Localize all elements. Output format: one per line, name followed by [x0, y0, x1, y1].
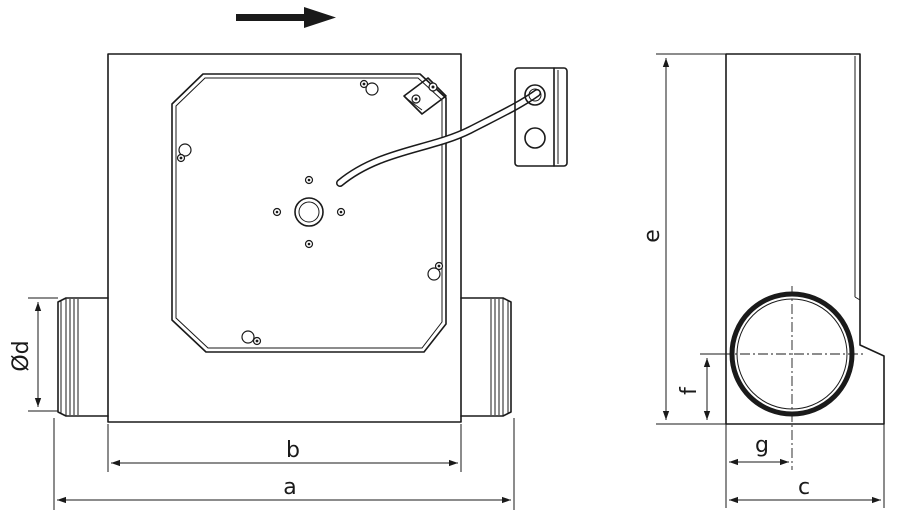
housing-body [107, 53, 462, 423]
knob-mounting-screws [272, 175, 346, 249]
dimension-label-d: Ød [9, 340, 34, 371]
dimension-label-g: g [755, 433, 769, 458]
cover-screw-left [176, 143, 192, 163]
cover-screw-top [359, 79, 379, 96]
cover-screw-right [427, 261, 444, 281]
dimension-d: Ød [9, 297, 58, 412]
right-duct-spigot [460, 297, 512, 417]
dimension-b: b [107, 424, 462, 472]
left-duct-spigot [57, 297, 109, 417]
cover-plate [171, 73, 447, 353]
dimension-label-e: e [640, 229, 665, 243]
cover-screw-bottom [241, 330, 262, 346]
dimension-c: c [729, 424, 885, 508]
dimension-e: e [640, 53, 726, 425]
dimension-label-f: f [677, 386, 702, 395]
dimension-a: a [53, 418, 515, 510]
dimension-g: g [725, 424, 789, 508]
front-view: Ød b a [9, 53, 568, 510]
terminal-block [403, 77, 447, 115]
flow-direction-arrow [236, 7, 336, 28]
side-view: e f g c [640, 53, 885, 508]
dimension-label-b: b [286, 438, 300, 463]
dimension-f: f [677, 353, 732, 420]
dimension-label-a: a [283, 475, 296, 500]
junction-box [514, 67, 568, 167]
dimension-label-c: c [798, 475, 810, 500]
central-knob [294, 197, 324, 227]
sensor-cable [336, 89, 541, 187]
